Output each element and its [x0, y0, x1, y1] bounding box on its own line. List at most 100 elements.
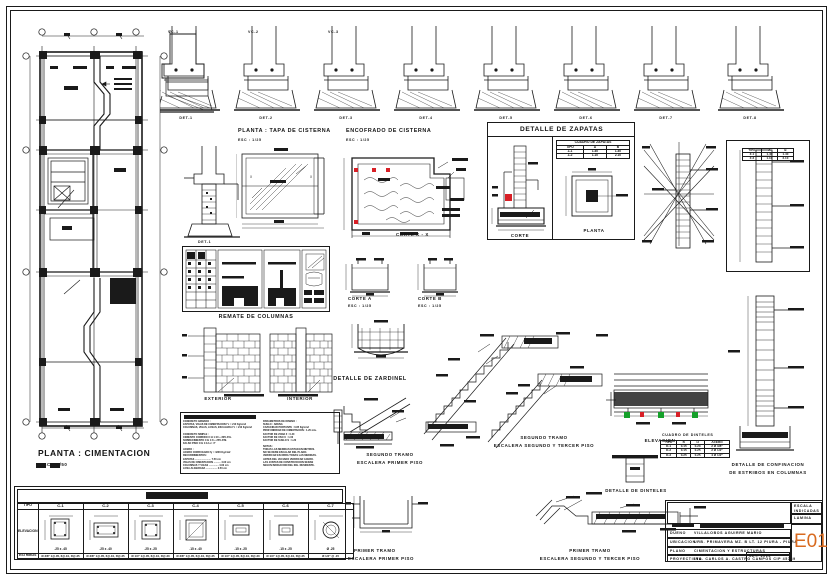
corte-a-scale: ESC : 1/25 [348, 304, 372, 308]
right-col-cell: 2.10 [776, 156, 795, 162]
elevacion-label: ELEVACION [644, 438, 676, 443]
tapa-cisterna-scale: ESC : 1/25 [238, 138, 262, 142]
svg-text:X: X [310, 175, 313, 179]
detail-label-3: DET-3 [339, 116, 353, 120]
column-section-cell: Ø .25 [307, 508, 354, 555]
column-stirrup-cell: Ø 3/8" 1@.05, 6@.10, R@.25 [82, 553, 129, 559]
stair1-label-b: ESCALERA PRIMER PISO [357, 460, 423, 465]
stair3-label-b: ESCALERA PRIMER PISO [348, 556, 414, 561]
column-schedule-row-label: ELEVACION [17, 508, 39, 555]
dinteles-cell: D-3 [659, 452, 678, 458]
column-stirrup-cell: Ø 1/4" 1@.05, 6@.10, R@.20 [217, 553, 264, 559]
owner-value: VILLALOBOS AGUIRRE MARIO [694, 531, 762, 535]
spec-line-left: CONCRETO SIMPLE : [183, 432, 209, 436]
zapata-corte-drawing [490, 140, 552, 236]
spec-line-left: ACERO CORRUGADO fy = 4200 Kg/cm2 [183, 451, 231, 455]
owner-label: DUENO [670, 531, 686, 535]
spec-line-left: RECUBRIMIENTOS : [183, 454, 208, 458]
remate-columnas-title: REMATE DE COLUMNAS [218, 314, 294, 320]
column-schedule-header-band [17, 489, 343, 503]
tapa-cisterna-plan: X X [235, 144, 340, 240]
corte-b-label: CORTE B [418, 296, 442, 301]
column-dim-caption: .15 x .25 [234, 547, 247, 552]
spec-line-right: VERIFICAR EN OBRA TODAS LAS MEDIDAS. [263, 454, 317, 458]
beam-elevation [606, 364, 716, 438]
column-schedule-title-bar [146, 492, 208, 499]
sheet-border-inner [10, 10, 823, 570]
sheet-number: E01 [794, 531, 828, 552]
spec-line-right: PROFUNDIDAD DE CIMENTACION : 1.20 mts. [263, 429, 317, 433]
detail-label-vc: DET-1 [198, 240, 212, 244]
spec-line-right: CAPACIDAD PORTANTE : 0.85 Kg/cm2 [263, 426, 309, 430]
svg-text:X: X [250, 175, 253, 179]
spec-line-left: COLUMNAS Y VIGAS .............. 4.00 cm [183, 463, 229, 467]
stair2-label-b: ESCALERA SEGUNDO Y TERCER PISO [493, 443, 595, 448]
spec-line-right: LAS JUNTAS DE CONSTRUCCION SERAN [263, 460, 314, 464]
confinamiento-columna-drawing [726, 290, 810, 460]
spec-line-left: ZAPATAS, VIGAS DE CIMENTACION f'c = 210 … [183, 423, 246, 427]
corte-xx-label: CORTE X - X [396, 232, 429, 237]
especificaciones-heading-bar [184, 415, 256, 419]
spec-line-left: ACERO : [183, 448, 194, 452]
lamina-label: LAMINA [794, 516, 812, 520]
planta-cimentacion-title: PLANTA : CIMENTACION [38, 448, 151, 458]
detail-label-7: DET-7 [659, 116, 673, 120]
column-dim-caption: Ø .25 [326, 547, 335, 552]
spec-line-left: LOSA ALIGERADA ................ 2.50 cm [183, 466, 227, 470]
stair-segundo-tramo-1 [330, 392, 450, 454]
brick-exterior-label: EXTERIOR [204, 396, 232, 401]
column-dim-caption: .25 x .40 [99, 547, 112, 552]
zapatas-cell: 2.10 [605, 153, 631, 159]
detail-label-6: DET-6 [579, 116, 593, 120]
foundation-plan-svg [22, 28, 168, 440]
column-stirrup-cell: Ø 3/8" 1@.05, 6@.10, R@.25 [37, 553, 84, 559]
confinamiento-title-a: DETALLE DE CONFINACION [731, 462, 805, 467]
column-stirrup-cell: Ø 3/8" 1@.05, 6@.10, R@.25 [172, 553, 219, 559]
tag-vc3: VC-3 [328, 30, 339, 34]
encofrado-cisterna-section [342, 144, 482, 244]
especificaciones-box [180, 412, 340, 474]
detail-label-8: DET-8 [743, 116, 757, 120]
column-section-cell: .25 x .25 [127, 508, 174, 555]
scale-label: ESCALA [794, 503, 813, 508]
brick-interior-label: INTERIOR [287, 396, 313, 401]
drawing-label: PLANO [670, 548, 686, 553]
column-dim-caption: .15 x .40 [189, 547, 202, 552]
spec-line-right: ANTES DEL VACIADO VERIFICAR ACERO. [263, 457, 314, 461]
zapatas-cell: Z-2 [556, 153, 584, 159]
title-block-lamina-cell: LAMINA [791, 514, 822, 524]
spec-line-right: NO SE DEBE ESCALAR DEL PLANO. [263, 451, 307, 455]
engineer-label: PROYECTISTA [670, 556, 702, 561]
dinteles-cell: 4 Ø 1/2" [704, 452, 730, 458]
zapata-planta-label: PLANTA [583, 228, 605, 233]
column-schedule-elevation-row: ELEVACION.25 x .45.25 x .40.25 x .25.15 … [17, 508, 354, 555]
column-section-small [184, 140, 244, 240]
spec-line-right: SEGUN INDICACION DEL ING. RESIDENTE. [263, 463, 315, 467]
title-block-logo-area [667, 502, 791, 524]
spec-line-left: ZAPATAS ....................... 7.50 cm [183, 457, 221, 461]
cuadro-dinteles-title: CUADRO DE DINTELES [662, 433, 714, 437]
detalle-zapatas-title: DETALLE DE ZAPATAS [520, 126, 604, 133]
wall-footing-sections [154, 24, 825, 129]
remate-columnas-drawing [184, 248, 328, 310]
drawing-value: CIMENTACION Y ESTRUCTURAS [694, 548, 766, 553]
spec-line-left: COLUMNAS, VIGAS, LOSAS, ESCALERA f'c = 2… [183, 426, 252, 430]
stair3-label-a: PRIMER TRAMO [354, 548, 396, 553]
column-rebar-crossing [640, 140, 720, 250]
tapa-cisterna-title: PLANTA : TAPA DE CISTERNA [238, 128, 331, 134]
especificaciones-text: CONCRETO ARMADO : ZAPATAS, VIGAS DE CIME… [183, 420, 338, 472]
encofrado-cisterna-scale: ESC : 1/25 [346, 138, 370, 142]
zapatas-cell: 1.10 [582, 153, 607, 159]
remate-columnas-box [182, 246, 330, 312]
column-stirrup-cell: Ø 1/4" 1@.05, 6@.10, R@.20 [127, 553, 174, 559]
brick-wall-sections [182, 322, 338, 400]
right-col-cell: 1.10 [760, 156, 778, 162]
spec-line-right: FACTOR DE SUELO S : 1.20 [263, 438, 297, 442]
